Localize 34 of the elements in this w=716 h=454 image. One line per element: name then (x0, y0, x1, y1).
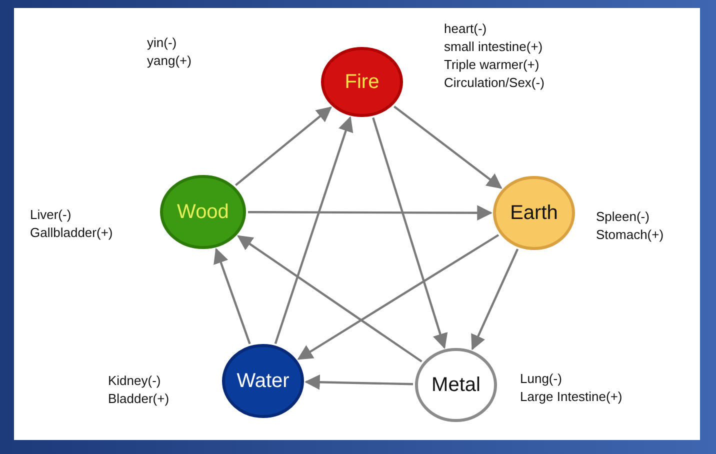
legend-note: yin(-) (147, 34, 177, 51)
arrow (394, 106, 502, 189)
element-circle (415, 348, 497, 422)
arrow (235, 106, 332, 186)
arrow (274, 116, 354, 344)
organ-label: Kidney(-) (108, 372, 161, 389)
organ-label: Circulation/Sex(-) (444, 74, 544, 91)
arrow (214, 248, 251, 344)
arrow (471, 248, 519, 350)
organ-label: Large Intestine(+) (520, 388, 622, 405)
element-circle (493, 176, 575, 250)
arrow (372, 117, 448, 349)
arrow (248, 205, 493, 221)
element-circle (222, 344, 304, 418)
organ-label: Lung(-) (520, 370, 562, 387)
legend-note: yang(+) (147, 52, 192, 69)
element-circle (160, 175, 246, 249)
element-name: Fire (344, 70, 380, 94)
organ-label: Liver(-) (30, 206, 72, 223)
arrow (304, 374, 414, 390)
arrow (237, 235, 422, 362)
organ-label: Spleen(-) (596, 208, 650, 225)
element-name: Water (236, 369, 290, 393)
element-circle (321, 47, 403, 117)
organ-label: small intestine(+) (444, 38, 543, 55)
organ-label: Bladder(+) (108, 390, 170, 407)
organ-label: heart(-) (444, 20, 487, 37)
element-name: Wood (176, 200, 230, 224)
organ-label: Triple warmer(+) (444, 56, 540, 73)
element-name: Metal (430, 373, 482, 397)
arrow (297, 234, 500, 360)
element-name: Earth (509, 201, 559, 225)
organ-label: Gallbladder(+) (30, 224, 113, 241)
organ-label: Stomach(+) (596, 226, 664, 243)
